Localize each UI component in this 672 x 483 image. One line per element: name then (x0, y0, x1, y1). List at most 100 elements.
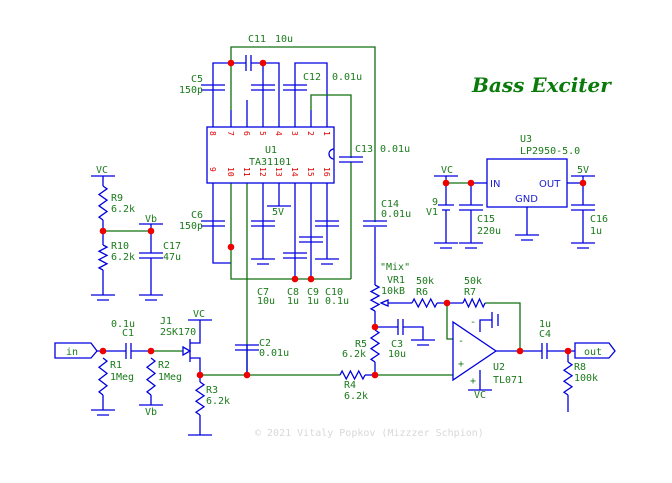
c7-val: 10u (257, 296, 275, 307)
junction-dot (259, 59, 267, 67)
net-wire (485, 302, 521, 351)
junction-dot (443, 299, 451, 307)
r2-ref: R2 (158, 360, 170, 371)
c11-symbol (245, 55, 252, 71)
out-port[interactable] (574, 342, 616, 359)
r4-symbol (339, 369, 366, 381)
c6-val: 150p (179, 221, 203, 232)
c8-val: 1u (287, 296, 299, 307)
vr1-val: 10kB (381, 286, 405, 297)
c14-val: 0.01u (381, 209, 411, 220)
u2-opamp-body (452, 320, 498, 382)
c7-ref: C7 (257, 287, 269, 298)
c17-symbol (139, 252, 163, 259)
u3-ref: U3 (520, 134, 532, 145)
wire (479, 319, 492, 332)
c1-ref: C1 (122, 328, 134, 339)
u3-in-pin: IN (490, 179, 500, 190)
c15-ref: C15 (477, 214, 495, 225)
c4-ref: C4 (539, 329, 551, 340)
r10-symbol (97, 244, 109, 271)
c8-symbol (283, 252, 307, 259)
r10-ref: R10 (111, 241, 129, 252)
u2-supply-minus: - (470, 317, 476, 328)
j1-val: 2SK170 (160, 327, 196, 338)
r2-val: 1Meg (158, 372, 182, 383)
net-wire (310, 94, 352, 158)
out-port-label: out (584, 347, 602, 358)
ground-icon (515, 234, 539, 241)
junction-dot (442, 179, 450, 187)
r2-symbol (145, 357, 157, 396)
junction-dot (467, 179, 475, 187)
junction-dot (564, 347, 572, 355)
c1-val: 0.1u (111, 319, 135, 330)
junction-dot (243, 371, 251, 379)
u1-pin-number: 4 (274, 131, 283, 136)
r5-val: 6.2k (342, 349, 366, 360)
vr1-potentiometer (369, 284, 381, 312)
c12-ref: C12 (303, 72, 321, 83)
u1-pin-number: 15 (306, 167, 315, 177)
u2-minus: - (458, 336, 464, 347)
junction-dot (99, 227, 107, 235)
u1-pin-number: 11 (242, 167, 251, 177)
c9-ref: C9 (307, 287, 319, 298)
net-wire (446, 303, 453, 340)
ground-icon (571, 242, 595, 249)
u1-pin-number: 9 (208, 167, 217, 172)
u1-pin-number: 8 (208, 131, 217, 136)
v1-val: 9 (432, 197, 438, 208)
r3-val: 6.2k (206, 396, 230, 407)
ground-icon (251, 258, 275, 265)
r5-symbol (369, 329, 381, 363)
c2-val: 0.01u (259, 348, 289, 359)
c3-symbol (397, 319, 404, 335)
u1-pin-number: 10 (226, 167, 235, 177)
vr1-ref: VR1 (387, 275, 405, 286)
u3-regulator-body (486, 158, 568, 208)
u1-notch (328, 148, 335, 160)
c3-val: 10u (388, 349, 406, 360)
j1-jfet-symbol (189, 320, 201, 375)
junction-dot (99, 347, 107, 355)
c15-val: 220u (477, 226, 501, 237)
wire (294, 62, 328, 110)
c8-ref: C8 (287, 287, 299, 298)
r9-ref: R9 (111, 193, 123, 204)
c16-symbol (571, 204, 595, 211)
c2-ref: C2 (259, 338, 271, 349)
ground-icon (91, 409, 115, 416)
ground-icon (459, 242, 483, 249)
c11-val: 10u (275, 34, 293, 45)
r9-val: 6.2k (111, 204, 135, 215)
c5-wire (212, 62, 231, 110)
c11-pin5-cap (251, 84, 275, 91)
c1-symbol (125, 343, 132, 359)
ground-icon (139, 294, 163, 301)
ground-icon (434, 242, 458, 249)
vr1-label: "Mix" (380, 262, 410, 273)
c13-val: 0.01u (380, 144, 410, 155)
junction-dot (371, 371, 379, 379)
junction-dot (196, 371, 204, 379)
r6-symbol (411, 297, 438, 309)
r4-val: 6.2k (344, 391, 368, 402)
u1-pin-number: 12 (258, 167, 267, 177)
u2-plus: + (458, 359, 464, 370)
u1-pin-number: 2 (306, 131, 315, 136)
c3-ref: C3 (391, 339, 403, 350)
c10-ref: C10 (325, 287, 343, 298)
r7-ref: R7 (464, 287, 476, 298)
u1-pin-number: 13 (274, 167, 283, 177)
in-port[interactable] (54, 342, 98, 359)
u3-5v-label: 5V (577, 165, 589, 176)
junction-dot (147, 347, 155, 355)
c14-ref: C14 (381, 199, 399, 210)
junction-dot (227, 243, 235, 251)
c13-ref: C13 (355, 144, 373, 155)
u1-pin-number: 14 (290, 167, 299, 177)
r3-symbol (194, 381, 206, 416)
r10-val: 6.2k (111, 252, 135, 263)
